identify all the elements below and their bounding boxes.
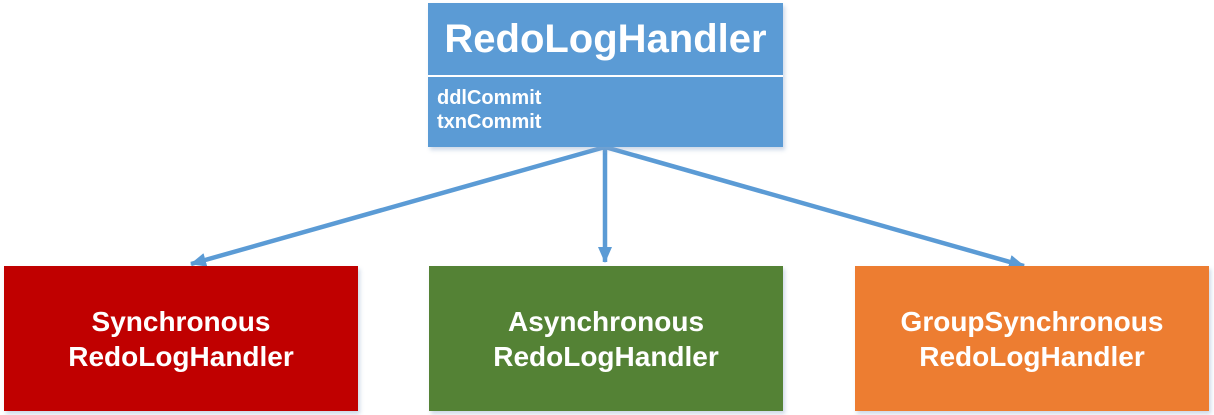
method-txncommit: txnCommit [437,111,542,133]
child-class-label-line2: RedoLogHandler [493,340,719,372]
child-class-label-line1: Asynchronous [507,305,705,337]
parent-class-title: RedoLogHandler [428,3,783,77]
method-ddlcommit: ddlCommit [437,87,542,109]
parent-class-methods: ddlCommit txnCommit [428,77,783,147]
parent-class-box-redologhandler: RedoLogHandler ddlCommit txnCommit [428,3,783,147]
child-class-label-line1: GroupSynchronous [900,305,1164,337]
child-class-box-synchronous: Synchronous RedoLogHandler [4,266,358,411]
inheritance-arrow-to-groupsynchronous [604,144,1025,269]
child-class-box-asynchronous: Asynchronous RedoLogHandler [429,266,783,411]
child-class-label-line2: RedoLogHandler [919,340,1145,372]
inheritance-arrow-to-synchronous [190,144,606,267]
child-class-label-line2: RedoLogHandler [68,340,294,372]
child-class-label-line1: Synchronous [91,305,271,337]
child-class-box-groupsynchronous: GroupSynchronous RedoLogHandler [855,266,1209,411]
